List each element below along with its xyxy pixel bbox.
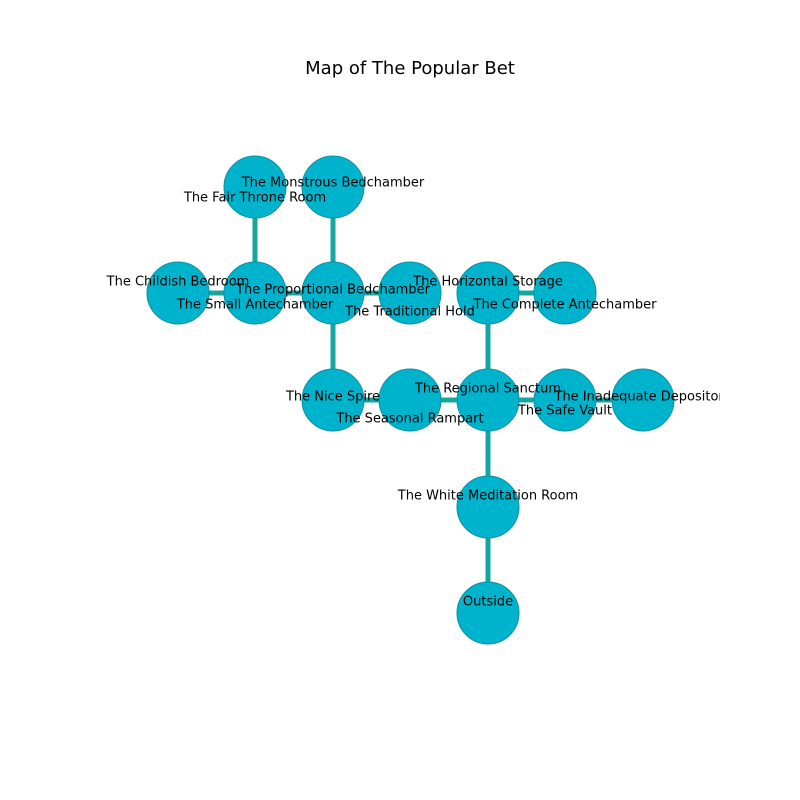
room-node-fair-throne-room [223, 155, 287, 219]
room-node-safe-vault [533, 368, 597, 432]
room-label-monstrous-bedchamber: The Monstrous Bedchamber [241, 176, 425, 191]
room-label-proportional-bedchamber: The Proportional Bedchamber [235, 283, 431, 298]
room-label-childish-bedroom: The Childish Bedroom [106, 275, 250, 290]
room-label-regional-sanctum: The Regional Sanctum [414, 382, 561, 397]
room-node-outside [456, 581, 520, 645]
room-label-seasonal-rampart: The Seasonal Rampart [335, 412, 483, 427]
room-node-traditional-hold [378, 261, 442, 325]
room-label-outside: Outside [463, 595, 513, 610]
room-label-white-meditation-room: The White Meditation Room [397, 489, 578, 504]
room-node-regional-sanctum [456, 368, 520, 432]
room-node-horizontal-storage [456, 261, 520, 325]
room-node-nice-spire [301, 368, 365, 432]
room-node-childish-bedroom [146, 261, 210, 325]
map-title: Map of The Popular Bet [305, 58, 515, 79]
room-label-traditional-hold: The Traditional Hold [344, 305, 475, 320]
room-label-complete-antechamber: The Complete Antechamber [473, 298, 658, 313]
room-node-seasonal-rampart [378, 368, 442, 432]
room-label-inadequate-depository: The Inadequate Depository [554, 390, 732, 405]
room-node-white-meditation-room [456, 475, 520, 539]
room-node-inadequate-depository [611, 368, 675, 432]
room-node-monstrous-bedchamber [301, 155, 365, 219]
room-node-complete-antechamber [533, 261, 597, 325]
room-node-proportional-bedchamber [301, 261, 365, 325]
room-label-nice-spire: The Nice Spire [285, 390, 380, 405]
room-label-horizontal-storage: The Horizontal Storage [412, 275, 563, 290]
room-label-small-antechamber: The Small Antechamber [176, 298, 334, 313]
room-label-safe-vault: The Safe Vault [517, 404, 612, 419]
room-node-small-antechamber [223, 261, 287, 325]
rooms-layer [146, 155, 675, 645]
room-label-fair-throne-room: The Fair Throne Room [183, 191, 326, 206]
